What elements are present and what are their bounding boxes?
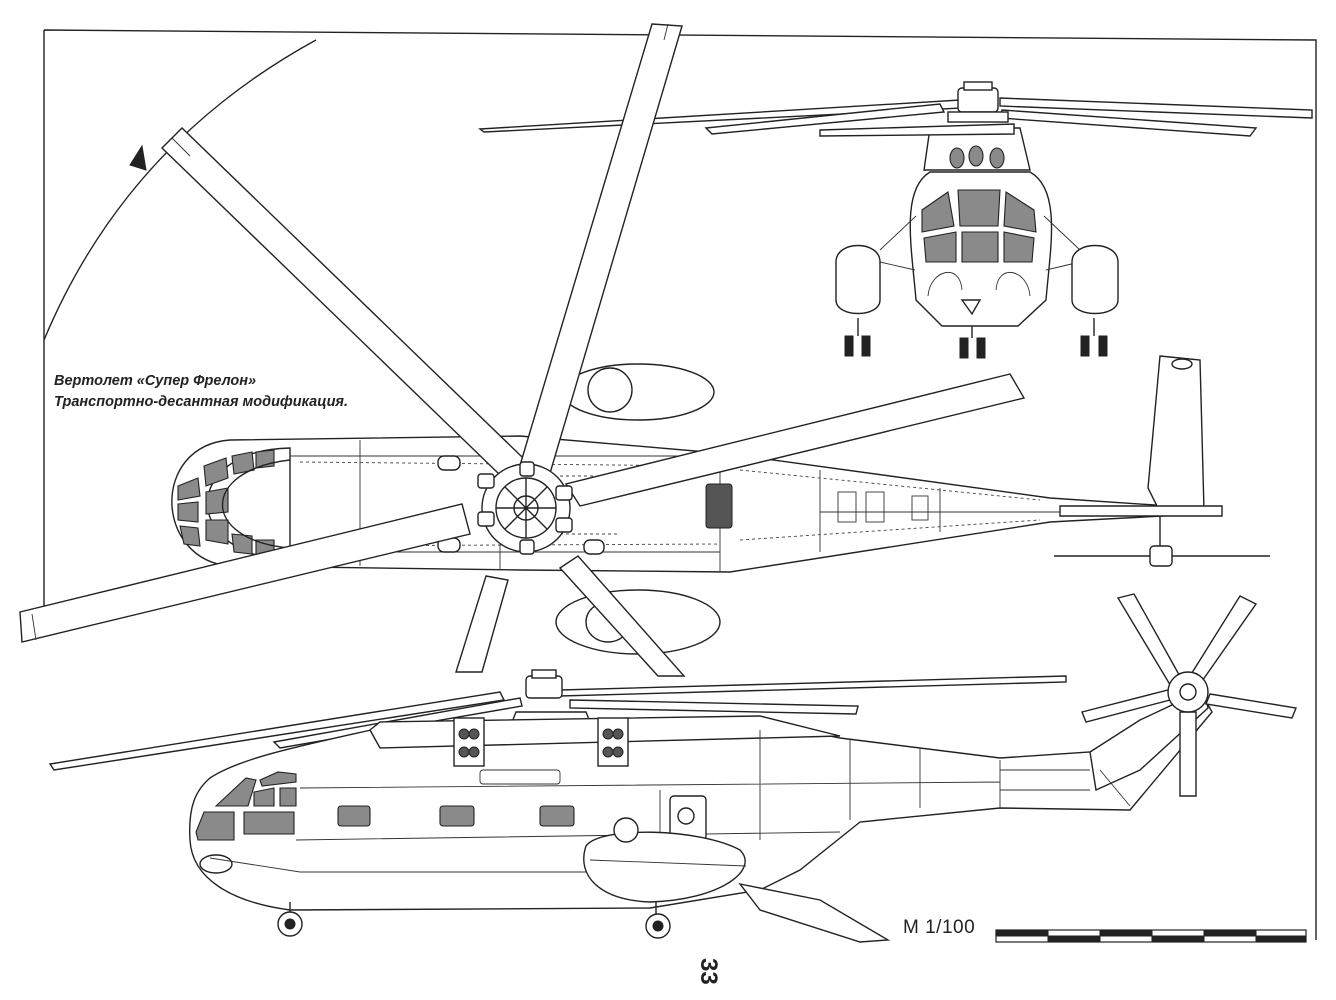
rotation-direction-arrow bbox=[43, 39, 317, 341]
drawing-caption: Вертолет «Супер Фрелон» Транспортно-деса… bbox=[54, 371, 348, 413]
main-rotor-hub bbox=[477, 461, 573, 555]
scale-label: М 1/100 bbox=[903, 917, 976, 938]
caption-subtitle: Транспортно-десантная модификация. bbox=[54, 394, 348, 410]
front-view bbox=[478, 81, 1313, 359]
caption-title: Вертолет «Супер Фрелон» bbox=[54, 373, 257, 389]
main-rotor-blades bbox=[19, 23, 1026, 677]
side-view bbox=[48, 593, 1297, 943]
scale-bar bbox=[995, 929, 1307, 943]
page-number: 33 bbox=[695, 958, 722, 985]
drawing-frame bbox=[43, 29, 1317, 940]
top-view bbox=[19, 23, 1270, 677]
tail-rotor-detail bbox=[1081, 593, 1297, 797]
